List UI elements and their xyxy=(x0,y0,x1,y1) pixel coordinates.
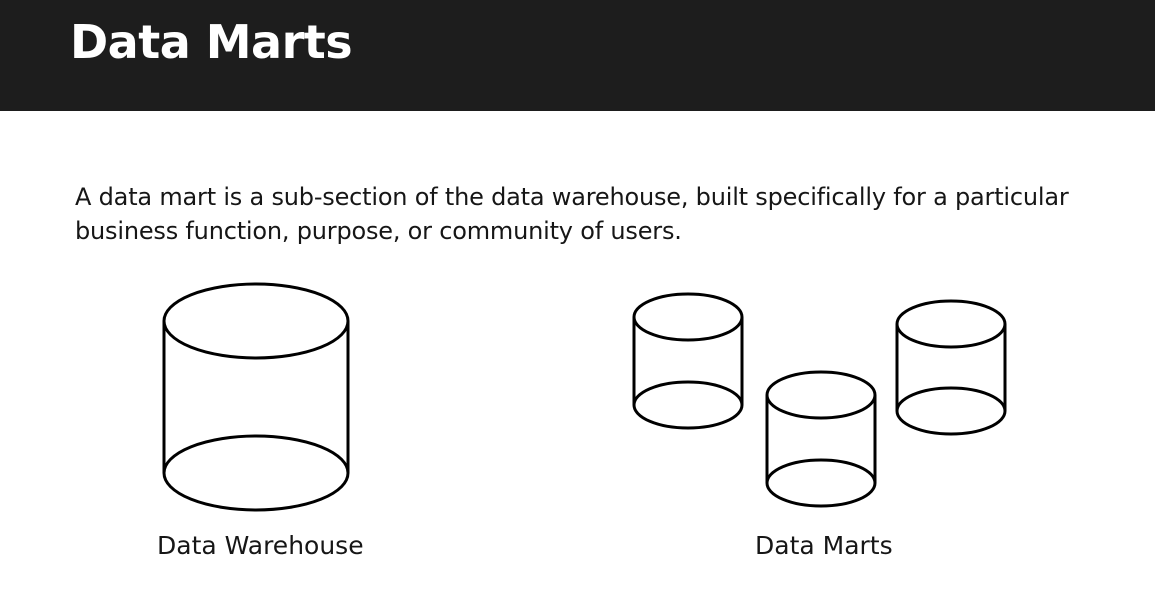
description-text: A data mart is a sub-section of the data… xyxy=(75,183,1069,245)
data-mart-cylinder-icon xyxy=(895,299,1007,436)
data-marts-label: Data Marts xyxy=(755,531,893,560)
data-mart-cylinder-icon xyxy=(765,370,877,508)
data-warehouse-label: Data Warehouse xyxy=(157,531,364,560)
data-mart-cylinder-icon xyxy=(632,292,744,430)
page-title: Data Marts xyxy=(70,15,353,69)
data-warehouse-cylinder-icon xyxy=(162,282,350,512)
header-bar: Data Marts xyxy=(0,0,1155,111)
